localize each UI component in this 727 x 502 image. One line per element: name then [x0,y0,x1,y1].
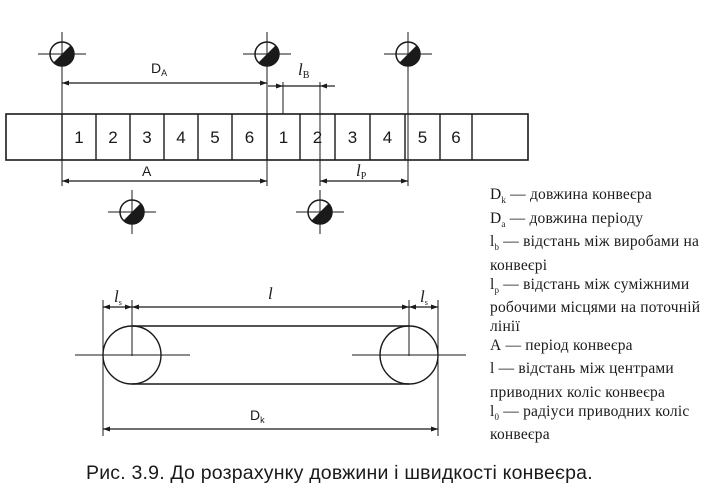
legend-description: — радіуси приводних коліс конвеєра [490,402,690,444]
legend-symbol-sub: a [501,218,506,229]
belt-cell-number: 1 [279,128,288,147]
legend-symbol: l [490,360,495,377]
belt-cell-number: 5 [418,128,427,147]
label-station-spacing: lP [356,161,367,182]
dimension-station-spacing: lP [320,161,408,184]
legend-description: — відстань між центрами приводних коліс … [490,360,674,401]
legend-symbol-sub: b [494,242,500,253]
label-period-length: DA [151,60,167,78]
legend-item: lb — відстань між виробами на конвеєрі [490,233,726,275]
legend-item: l0 — радіуси приводних коліс конвеєра [490,403,726,445]
cell-dividers [61,114,473,160]
belt-cell-number: 6 [451,128,460,147]
dimension-center-distance: l [132,284,409,310]
legend-item: Da — довжина періоду [490,210,726,234]
legend-symbol-main: D [490,186,502,203]
figure-caption: Рис. 3.9. До розрахунку довжини і швидко… [86,462,593,484]
legend-symbol-main: l [490,360,495,378]
label-radius-left: ls [114,287,122,307]
belt-cell-number: 4 [176,128,185,147]
legend-item: A — період конвеєра [490,337,726,361]
drive-belt-diagram [75,300,466,436]
dimension-period: A [62,163,267,184]
legend-symbol: lp [490,275,500,295]
belt-cell-number: 2 [313,128,322,147]
workstation-icon [296,190,344,234]
legend-symbol-sub: k [501,195,507,206]
workstation-icon [384,32,432,76]
legend-symbol: Dk [490,186,507,206]
legend-symbol-main: l [490,402,495,420]
label-period: A [142,163,152,179]
legend-symbol-main: A [490,336,502,354]
legend-symbol-main: l [490,233,495,251]
legend-description: — відстань між суміжними робочими місцям… [490,275,701,335]
label-item-spacing: lB [298,60,310,81]
legend-symbol: l0 [490,402,500,422]
label-radius-right: ls [420,287,428,307]
workstation-markers [38,32,432,234]
cell-labels: 1 2 3 4 5 6 1 2 3 4 5 6 [74,128,460,147]
legend-symbol: lb [490,233,500,253]
legend-symbol-sub: 0 [494,411,500,422]
label-center-distance: l [268,284,273,303]
dimension-item-spacing: lB [268,60,335,89]
legend-description: — відстань між виробами на конвеєрі [490,233,700,275]
legend-description: — довжина періоду [505,209,644,227]
legend-item: l — відстань між центрами приводних колі… [490,360,726,402]
label-conveyor-length: Dk [250,407,265,425]
workstation-icon [108,190,156,234]
dimension-period-length: DA [62,60,267,86]
dimension-radius-left: ls [103,287,132,310]
belt-cell-number: 1 [74,128,83,147]
dimension-radius-right: ls [409,287,438,310]
belt-cell-number: 3 [348,128,357,147]
belt-cell-number: 2 [108,128,117,147]
legend-item: lp — відстань між суміжними робочими міс… [490,276,726,337]
dimension-conveyor-length: Dk [103,407,438,432]
workstation-icon [243,32,291,76]
belt-cell-number: 4 [383,128,392,147]
legend-description: — період конвеєра [501,336,633,354]
legend-item: Dk — довжина конвеєра [490,186,726,210]
legend-symbol-main: l [490,275,495,293]
legend-symbol: A [490,337,501,354]
legend-symbol-sub: p [494,284,500,295]
legend-description: — довжина конвеєра [506,186,652,203]
belt-cell-number: 6 [245,128,254,147]
belt-cell-number: 3 [142,128,151,147]
legend-symbol-main: D [490,209,502,227]
legend-symbol: Da [490,209,506,229]
belt-cell-number: 5 [210,128,219,147]
